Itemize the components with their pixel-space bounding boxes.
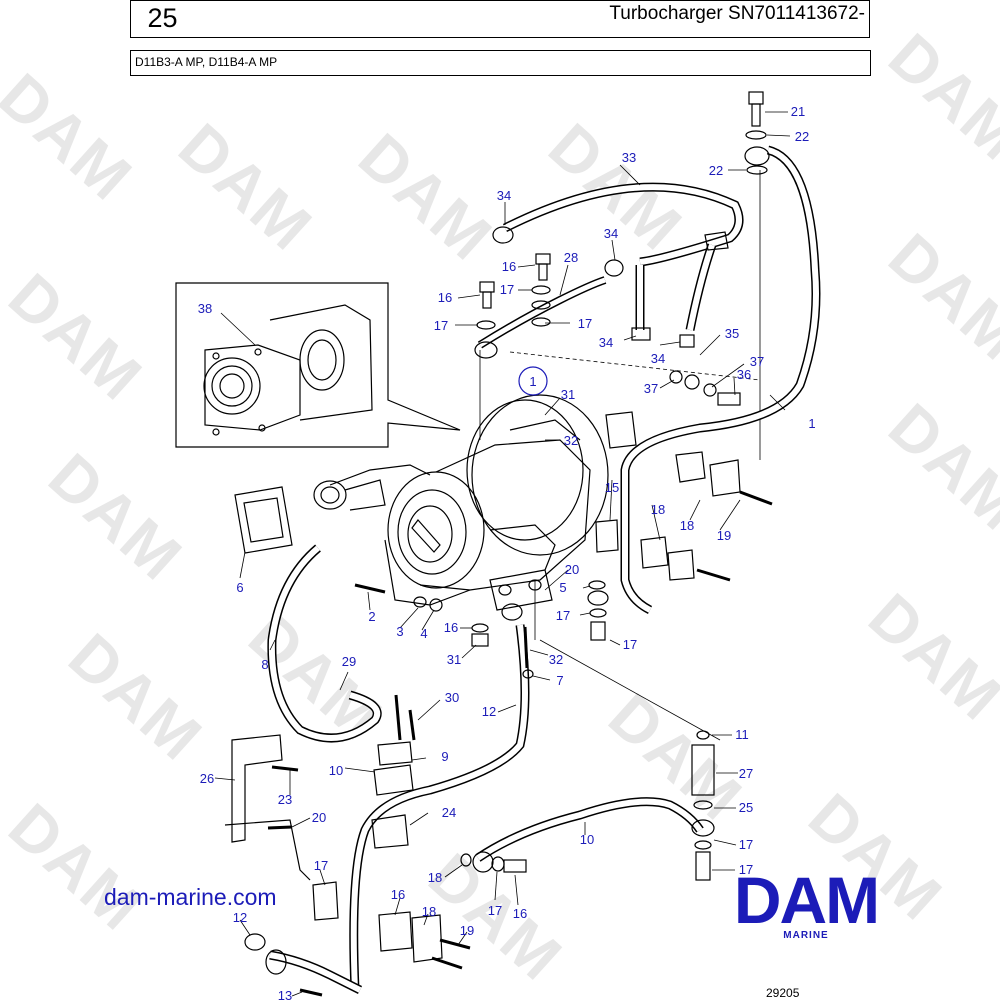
oil-hose-33 — [502, 182, 744, 267]
logo-subtext: MARINE — [783, 930, 829, 941]
callout-12: 12 — [233, 910, 247, 925]
callout-28: 28 — [564, 250, 578, 265]
engine-models: D11B3-A MP, D11B4-A MP — [135, 55, 278, 69]
callout-8: 8 — [261, 657, 268, 672]
callout-16: 16 — [444, 620, 458, 635]
callout-2: 2 — [368, 609, 375, 624]
callout-18: 18 — [422, 904, 436, 919]
inset-detail-frame — [175, 282, 461, 448]
callout-24: 24 — [442, 805, 456, 820]
callout-1: 1 — [808, 416, 815, 431]
callout-17: 17 — [623, 637, 637, 652]
callout-32: 32 — [549, 652, 563, 667]
callout-27: 27 — [739, 766, 753, 781]
oil-pipe-9 — [349, 624, 530, 991]
callout-18: 18 — [651, 502, 665, 517]
callout-35: 35 — [725, 326, 739, 341]
callout-19: 19 — [460, 923, 474, 938]
callout-17: 17 — [434, 318, 448, 333]
callout-5: 5 — [559, 580, 566, 595]
clamp-34 — [492, 226, 695, 348]
banjo-bolt-21 — [744, 91, 770, 175]
callout-37: 37 — [750, 354, 764, 369]
callout-15: 15 — [605, 480, 619, 495]
callout-20: 20 — [312, 810, 326, 825]
circled-callout-ring — [518, 366, 548, 396]
inset-flange-drawing — [203, 304, 373, 436]
callout-16: 16 — [438, 290, 452, 305]
callout-23: 23 — [278, 792, 292, 807]
gasket-6 — [354, 569, 553, 679]
callout-16: 16 — [513, 906, 527, 921]
callout-22: 22 — [709, 163, 723, 178]
callout-18: 18 — [428, 870, 442, 885]
callout-17: 17 — [739, 862, 753, 877]
callout-17: 17 — [488, 903, 502, 918]
banjo-bolt-16-lower — [460, 851, 527, 873]
page-title: Turbocharger SN7011413672- — [609, 3, 865, 24]
callout-30: 30 — [445, 690, 459, 705]
page-number: 25 — [147, 3, 178, 33]
union-37-36 — [669, 370, 741, 406]
clamp-bracket-18-lower — [244, 881, 471, 997]
callout-17: 17 — [500, 282, 514, 297]
callout-3: 3 — [396, 624, 403, 639]
callout-11: 11 — [735, 727, 749, 742]
t-fitting — [704, 231, 729, 251]
clamp-bracket-18-right — [595, 411, 773, 582]
callout-25: 25 — [739, 800, 753, 815]
callout-10: 10 — [580, 832, 594, 847]
banjo-bolt-16-mid — [587, 580, 609, 641]
callout-34: 34 — [604, 226, 618, 241]
callout-17: 17 — [578, 316, 592, 331]
page-number-box: 25 — [130, 0, 195, 38]
callout-12: 12 — [482, 704, 496, 719]
callout-20: 20 — [565, 562, 579, 577]
callout-6: 6 — [236, 580, 243, 595]
callout-13: 13 — [278, 988, 292, 1000]
callout-34: 34 — [651, 351, 665, 366]
circled-callout-label: 1 — [529, 374, 536, 389]
gasket-part — [234, 486, 293, 554]
models-box: D11B3-A MP, D11B4-A MP — [130, 50, 871, 76]
callout-19: 19 — [717, 528, 731, 543]
callout-36: 36 — [737, 367, 751, 382]
callout-16: 16 — [502, 259, 516, 274]
leader-lines — [214, 111, 791, 997]
site-url: dam-marine.com — [104, 884, 277, 910]
callout-22: 22 — [795, 129, 809, 144]
callout-10: 10 — [329, 763, 343, 778]
adapter-26 — [691, 730, 715, 881]
callout-4: 4 — [420, 626, 427, 641]
callout-21: 21 — [791, 104, 805, 119]
callout-37: 37 — [644, 381, 658, 396]
dam-marine-logo: DAM MARINE — [716, 863, 896, 942]
callout-31: 31 — [447, 652, 461, 667]
callout-17: 17 — [739, 837, 753, 852]
callout-29: 29 — [342, 654, 356, 669]
callout-34: 34 — [497, 188, 511, 203]
bracket-23 — [224, 734, 311, 881]
clamp-block-10 — [371, 694, 416, 849]
logo-text: DAM — [733, 863, 880, 937]
callout-9: 9 — [441, 749, 448, 764]
turbocharger-body — [313, 394, 609, 606]
callout-7: 7 — [556, 673, 563, 688]
title-box: Turbocharger SN7011413672- — [193, 0, 870, 38]
callout-31: 31 — [561, 387, 575, 402]
callout-33: 33 — [622, 150, 636, 165]
callout-26: 26 — [200, 771, 214, 786]
callout-18: 18 — [680, 518, 694, 533]
callout-32: 32 — [564, 433, 578, 448]
callout-38: 38 — [198, 301, 212, 316]
callout-17: 17 — [314, 858, 328, 873]
callout-34: 34 — [599, 335, 613, 350]
callout-16: 16 — [391, 887, 405, 902]
figure-number: 29205 — [766, 986, 800, 1000]
callout-17: 17 — [556, 608, 570, 623]
